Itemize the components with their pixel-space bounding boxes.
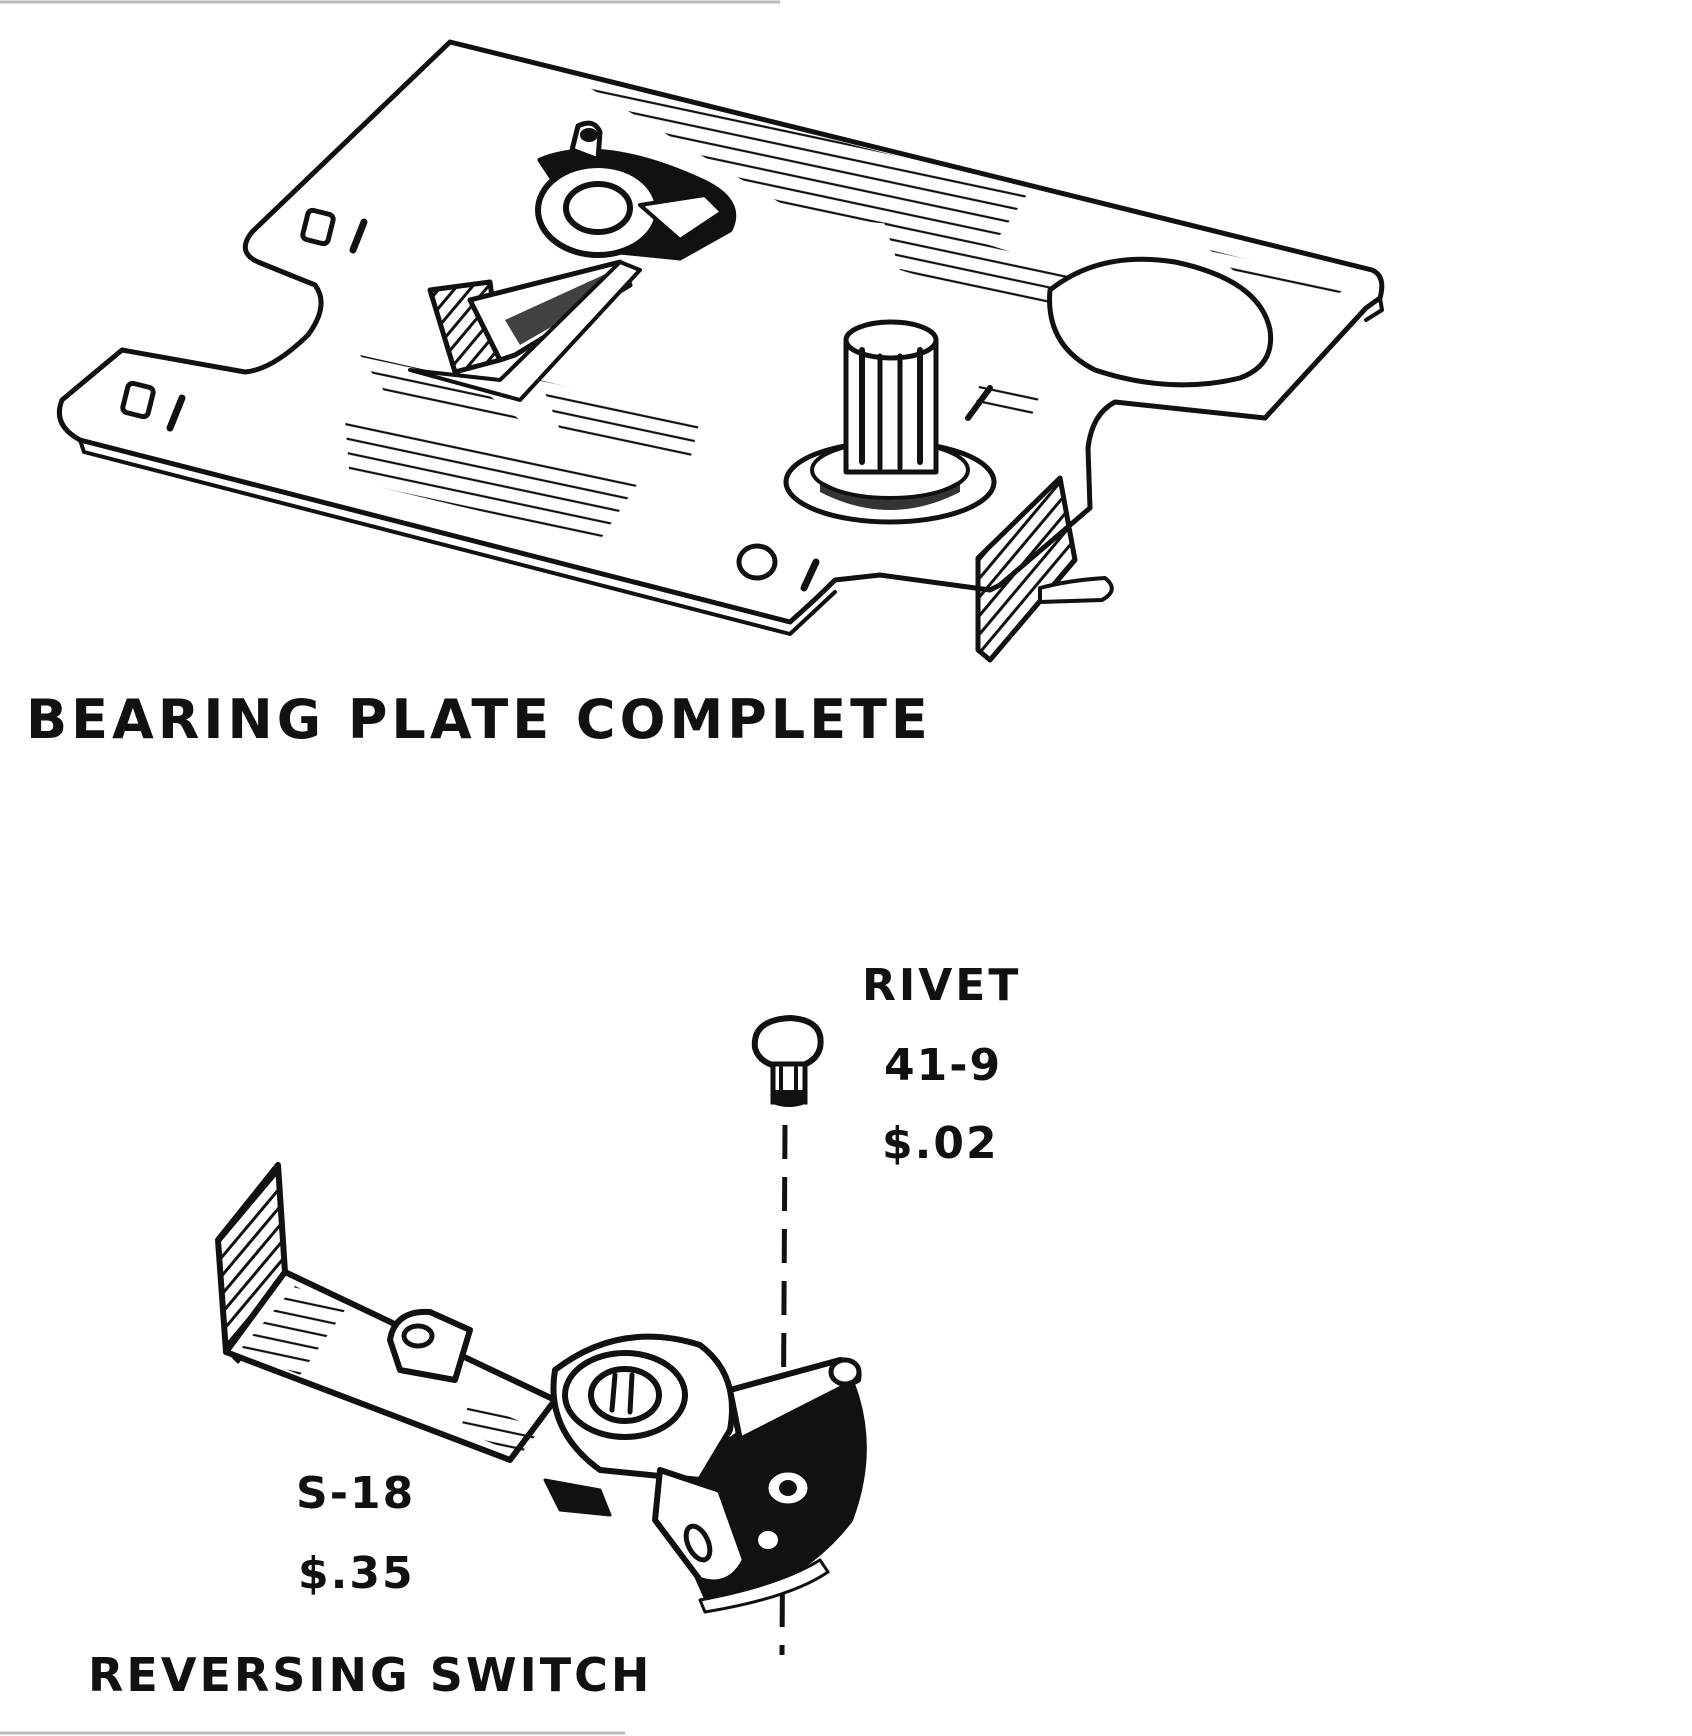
reversing-switch-illustration	[215, 1162, 867, 1614]
rivet-label: RIVET	[862, 960, 1022, 1011]
rivet-illustration	[751, 1014, 824, 1107]
rivet-price: $.02	[882, 1118, 999, 1169]
bearing-plate-title: BEARING PLATE COMPLETE	[26, 688, 932, 751]
reversing-switch-price: $.35	[298, 1548, 415, 1599]
bearing-plate-illustration	[56, 39, 1385, 663]
reversing-switch-title: REVERSING SWITCH	[88, 1648, 653, 1702]
rivet-part-number: 41-9	[884, 1040, 1003, 1091]
reversing-switch-part-number: S-18	[296, 1468, 416, 1519]
